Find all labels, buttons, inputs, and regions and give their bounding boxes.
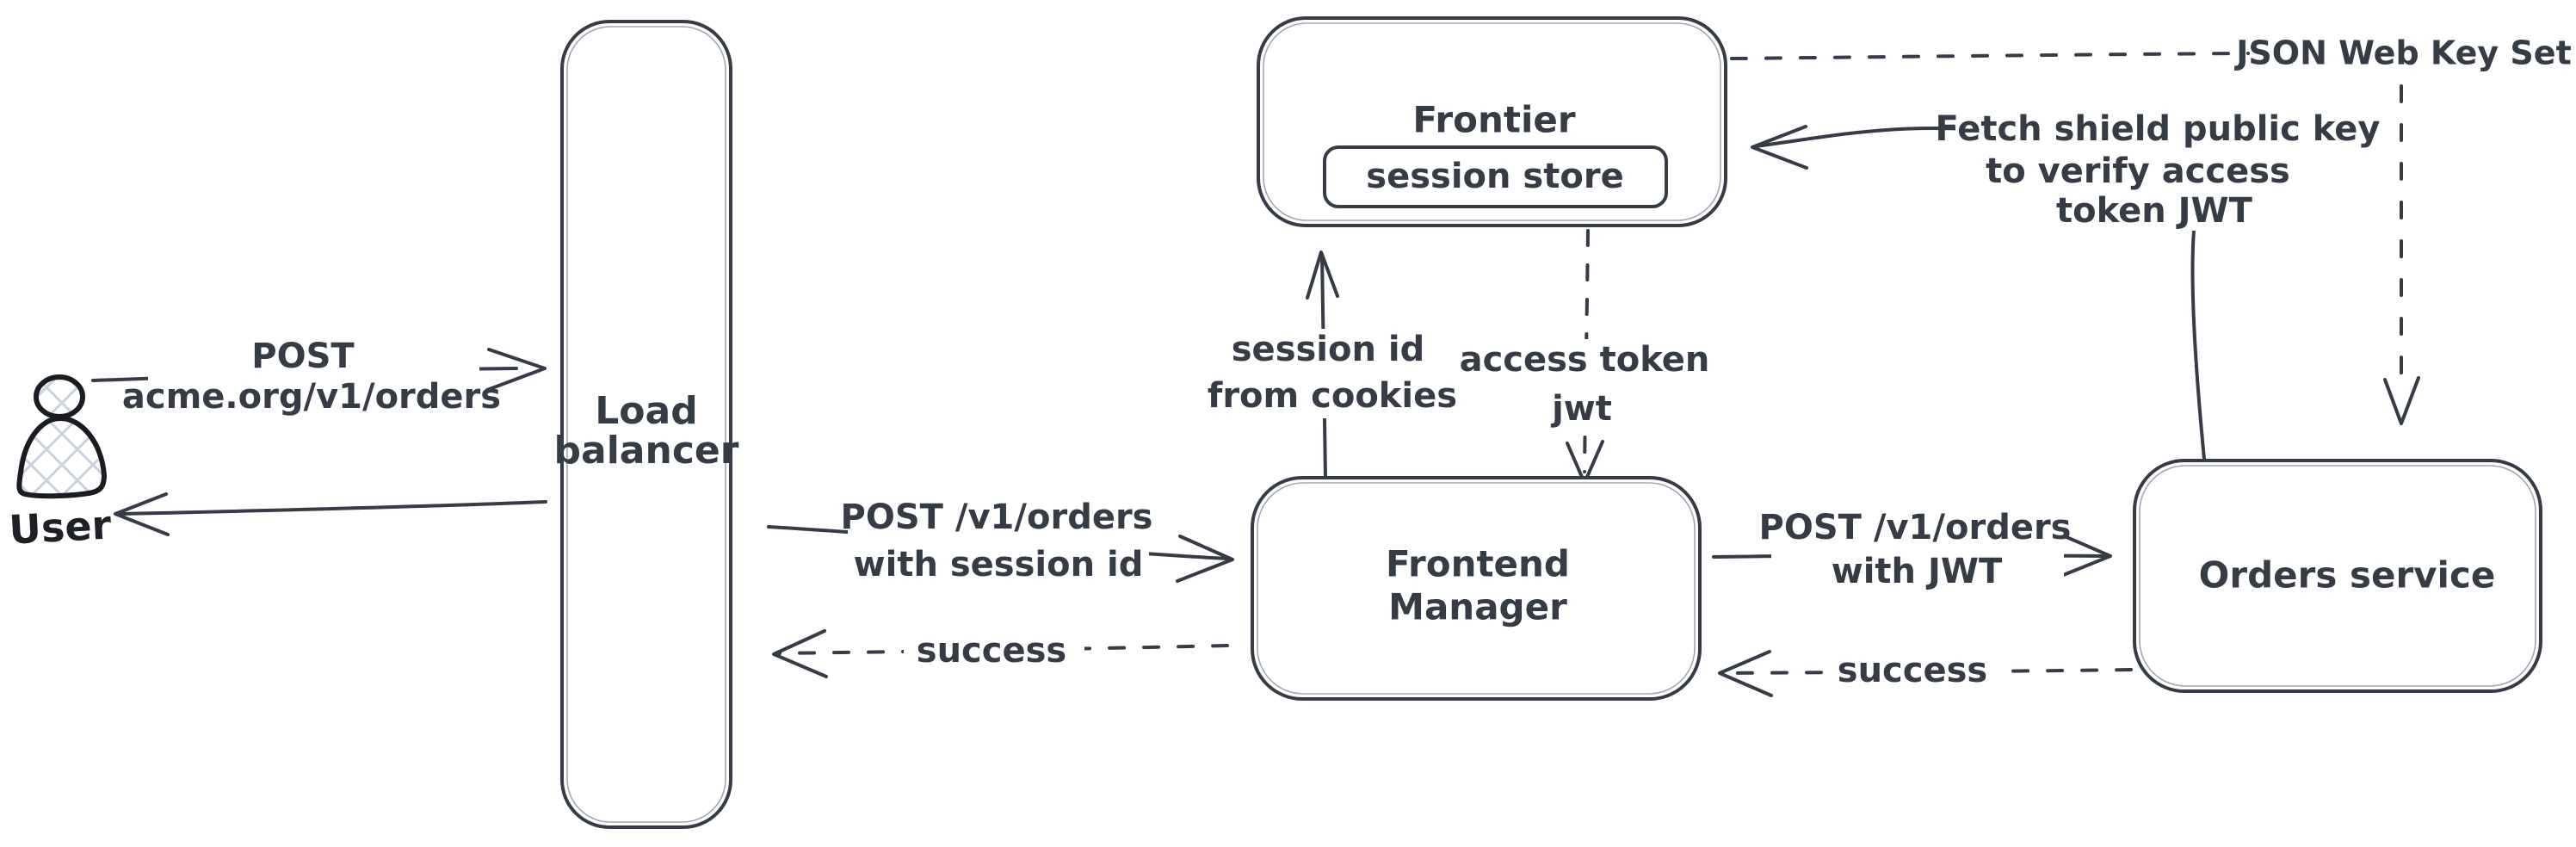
- frontier-label: Frontier: [1412, 99, 1575, 141]
- label-orders-to-fm-success: success: [1833, 646, 1997, 697]
- label-fm-to-orders-line1: POST /v1/orders: [1759, 508, 2072, 547]
- orders-service-label: Orders service: [2199, 554, 2496, 597]
- node-session-store: session store: [1323, 145, 1668, 208]
- load-balancer-label-line1: Load: [595, 389, 697, 433]
- person-icon-head: [34, 374, 85, 419]
- node-frontier: Frontier session store: [1257, 16, 1727, 227]
- node-frontend-manager: Frontend Manager: [1251, 476, 1702, 701]
- label-frontier-to-fm-line1: access token: [1460, 340, 1710, 380]
- label-fm-to-lb-success: success: [904, 625, 1084, 678]
- node-user: User: [8, 374, 113, 553]
- label-fm-to-frontier-line1: session id: [1232, 330, 1425, 369]
- frontend-manager-label-line2: Manager: [1388, 586, 1567, 628]
- label-user-to-lb-line1: POST: [251, 337, 355, 376]
- label-fetch-line1: Fetch shield public key: [1936, 109, 2381, 149]
- label-lb-to-fm-line1: POST /v1/orders: [841, 498, 1153, 537]
- label-frontier-to-fm-line2: jwt: [1550, 389, 1612, 429]
- arrow-fm-to-lb-success: [772, 629, 1229, 678]
- frontend-manager-label-line1: Frontend: [1386, 543, 1570, 585]
- line-frontier-to-jwks: [1730, 52, 2250, 60]
- label-fm-to-lb-success: success: [917, 631, 1066, 671]
- label-fm-to-frontier-line2: from cookies: [1208, 376, 1457, 416]
- label-fetch-line2: to verify access: [1986, 151, 2290, 191]
- node-orders-service: Orders service: [2133, 459, 2542, 693]
- label-fm-to-orders-line2: with JWT: [1832, 552, 2003, 591]
- label-fetch-line3: token JWT: [2056, 191, 2253, 231]
- arrow-lb-to-user: [114, 492, 547, 536]
- session-store-label: session store: [1366, 157, 1623, 196]
- label-fm-to-frontier: session id from cookies: [1203, 329, 1458, 418]
- label-orders-to-fm-success: success: [1838, 651, 1987, 690]
- node-load-balancer: Load balancer: [554, 20, 739, 829]
- label-user-to-lb-line2: acme.org/v1/orders: [122, 377, 501, 417]
- arrow-orders-to-fm-success: [1718, 650, 2133, 697]
- label-user-to-lb: POST acme.org/v1/orders: [122, 334, 501, 417]
- load-balancer-label-line2: balancer: [554, 429, 739, 473]
- arrow-jwks-to-orders: [2383, 84, 2420, 425]
- label-frontier-to-fm: access token jwt: [1460, 339, 1710, 430]
- label-jwks: JSON Web Key Set: [2233, 34, 2571, 72]
- label-fm-to-orders: POST /v1/orders with JWT: [1759, 506, 2072, 596]
- label-orders-to-frontier-fetch: Fetch shield public key to verify access…: [1936, 108, 2381, 231]
- label-lb-to-fm-line2: with session id: [854, 545, 1144, 584]
- label-lb-to-fm: POST /v1/orders with session id: [841, 492, 1153, 589]
- person-icon: [16, 416, 107, 499]
- user-label: User: [8, 501, 113, 553]
